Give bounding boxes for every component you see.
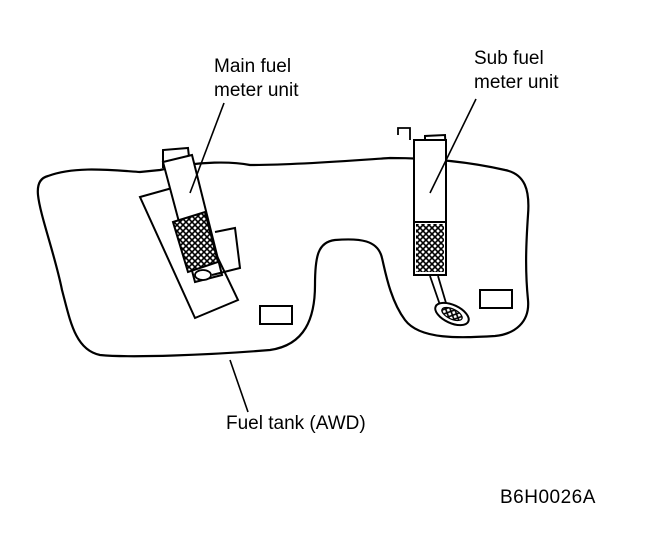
main-unit-cap (194, 269, 212, 281)
sub-unit-float (416, 224, 444, 272)
leader-sub-unit (429, 98, 477, 194)
main-unit-arm (211, 226, 242, 276)
sub-unit-label-line2: meter unit (474, 72, 559, 93)
main-unit-label-line1: Main fuel (214, 56, 292, 77)
sub-unit-arm (429, 275, 447, 306)
leader-tank (229, 359, 249, 413)
main-fuel-meter-unit (138, 153, 242, 320)
fuel-tank-outline (36, 156, 530, 358)
tank-label: Fuel tank (AWD) (226, 413, 366, 434)
sub-unit-label: Sub fuel meter unit (474, 47, 558, 95)
main-unit-label: Main fuel meter unit (214, 55, 298, 103)
main-unit-float (171, 210, 220, 274)
figure-code: B6H0026A (500, 487, 596, 508)
sub-unit-pipe (397, 127, 411, 140)
main-unit-label-line2: meter unit (214, 80, 299, 101)
leader-main-unit (189, 102, 225, 194)
sub-fuel-meter-unit (397, 127, 470, 327)
sub-unit-sender-mesh (441, 306, 463, 322)
sub-unit-label-line1: Sub fuel (474, 48, 544, 69)
mount-block-right (479, 289, 513, 309)
mount-block-left (259, 305, 293, 325)
